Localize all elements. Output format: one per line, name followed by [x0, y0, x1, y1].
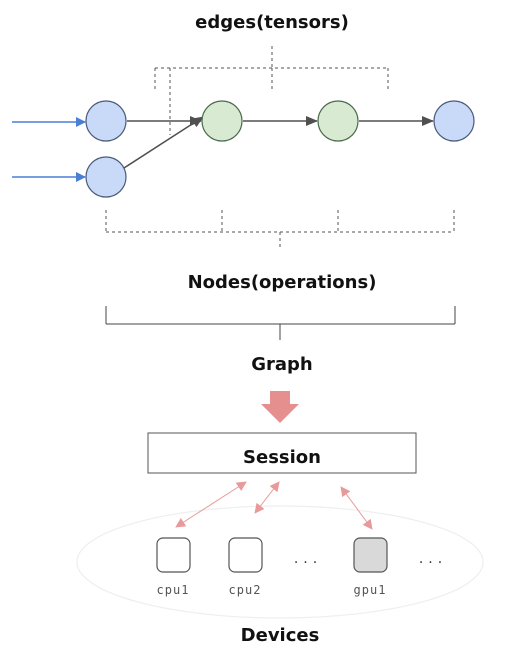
graph-label: Graph	[251, 354, 313, 375]
cpu-chip-icon	[156, 537, 191, 573]
graph-bracket	[105, 306, 456, 340]
session-cpu2-arrow	[254, 481, 280, 514]
gpu-chip-icon	[353, 537, 388, 573]
input-node-2	[85, 156, 127, 198]
device-label: cpu2	[229, 583, 262, 597]
edges-label: edges(tensors)	[195, 12, 349, 33]
session-box	[147, 432, 417, 474]
nodes-label: Nodes(operations)	[188, 272, 377, 293]
device-gpu1: gpu1	[353, 537, 388, 597]
devices-region	[76, 505, 484, 619]
session-cpu1-arrow	[175, 481, 247, 528]
operation-node-1	[201, 100, 243, 142]
devices-label: Devices	[241, 625, 320, 646]
device-label: gpu1	[354, 583, 387, 597]
device-ellipsis: ...	[294, 551, 322, 567]
device-cpu1: cpu1	[156, 537, 191, 597]
edges-bracket	[154, 46, 389, 135]
input-node-1	[85, 100, 127, 142]
device-cpu2: cpu2	[228, 537, 263, 597]
session-label: Session	[243, 447, 321, 468]
output-node	[433, 100, 475, 142]
device-ellipsis: ...	[419, 551, 447, 567]
device-label: cpu1	[157, 583, 190, 597]
nodes-bracket	[105, 210, 455, 250]
operation-node-2	[317, 100, 359, 142]
session-gpu1-arrow	[340, 486, 373, 530]
down-arrow-icon	[261, 391, 299, 423]
edge-2	[123, 116, 204, 169]
cpu-chip-icon	[228, 537, 263, 573]
